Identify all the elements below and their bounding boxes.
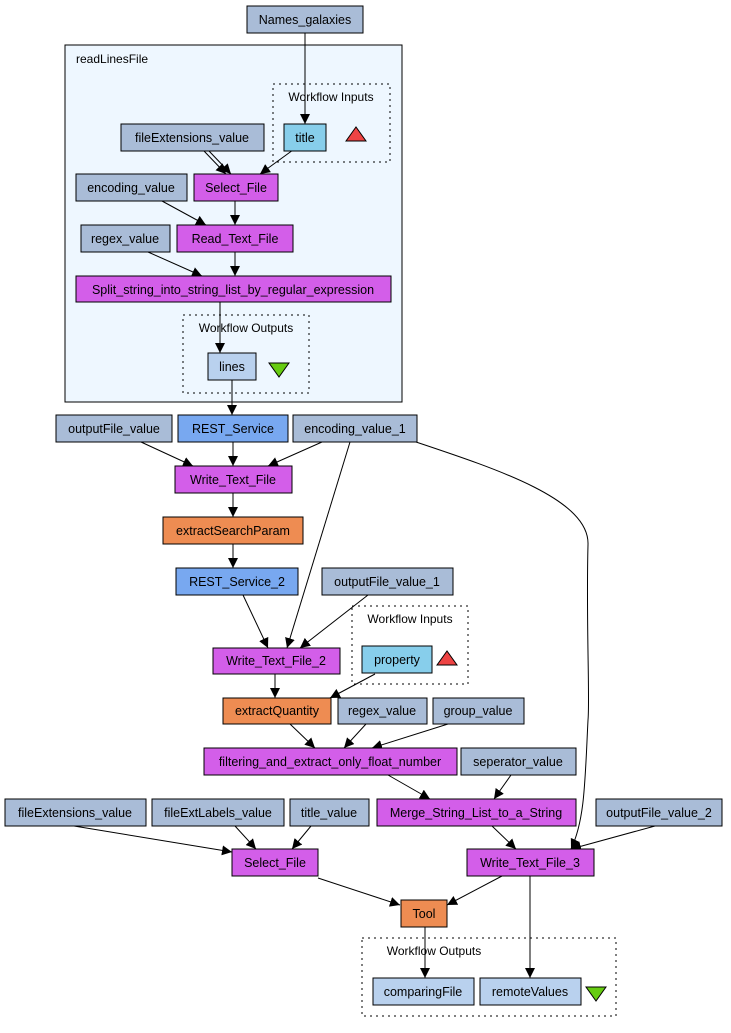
node-label: group_value xyxy=(444,704,513,718)
node-label: Select_File xyxy=(205,181,267,195)
node-label: extractSearchParam xyxy=(176,524,290,538)
node-merge-string[interactable]: Merge_String_List_to_a_String xyxy=(376,798,577,827)
node-label: REST_Service_2 xyxy=(189,575,285,589)
node-write-text-file-2[interactable]: Write_Text_File_2 xyxy=(212,647,341,675)
node-label: outputFile_value_1 xyxy=(334,575,440,589)
node-select-file[interactable]: Select_File xyxy=(231,848,319,877)
node-encoding-value-1[interactable]: encoding_value_1 xyxy=(292,414,418,443)
node-read-text-file[interactable]: Read_Text_File xyxy=(176,224,294,253)
cluster-workflow-outputs-inner-label: Workflow Outputs xyxy=(199,321,293,335)
node-label: property xyxy=(374,653,421,667)
node-select-file-inner[interactable]: Select_File xyxy=(193,173,279,202)
node-fileextlabels-value[interactable]: fileExtLabels_value xyxy=(151,798,285,827)
output-port-triangle-icon xyxy=(268,362,290,378)
node-group-value[interactable]: group_value xyxy=(432,697,525,725)
node-seperator-value[interactable]: seperator_value xyxy=(460,747,577,776)
node-fileextensions-value-2[interactable]: fileExtensions_value xyxy=(4,798,147,827)
node-label: Select_File xyxy=(244,856,306,870)
node-regex-value[interactable]: regex_value xyxy=(337,697,428,725)
node-label: Write_Text_File_2 xyxy=(226,654,326,668)
node-label: fileExtensions_value xyxy=(18,806,132,820)
node-label: Merge_String_List_to_a_String xyxy=(390,806,562,820)
node-label: title xyxy=(295,131,315,145)
node-regex-value-inner[interactable]: regex_value xyxy=(80,224,171,253)
node-label: filtering_and_extract_only_float_number xyxy=(219,755,441,769)
input-port-triangle-icon xyxy=(345,126,367,142)
node-names-galaxies[interactable]: Names_galaxies xyxy=(246,5,364,34)
node-label: Read_Text_File xyxy=(192,232,279,246)
node-title[interactable]: title xyxy=(283,123,327,152)
node-label: Names_galaxies xyxy=(259,13,351,27)
cluster-workflow-inputs-inner-label: Workflow Inputs xyxy=(288,90,373,104)
node-lines[interactable]: lines xyxy=(207,352,257,381)
node-label: REST_Service xyxy=(192,422,274,436)
node-rest-service[interactable]: REST_Service xyxy=(177,414,289,443)
node-label: regex_value xyxy=(91,232,159,246)
node-outputfile-value-1[interactable]: outputFile_value_1 xyxy=(321,567,454,596)
node-filtering[interactable]: filtering_and_extract_only_float_number xyxy=(203,747,458,776)
cluster-workflow-inputs-outer xyxy=(351,605,469,685)
node-rest-service-2[interactable]: REST_Service_2 xyxy=(175,567,299,596)
cluster-workflow-outputs-outer-label: Workflow Outputs xyxy=(387,944,481,958)
node-label: Tool xyxy=(413,907,436,921)
node-fileextensions-value[interactable]: fileExtensions_value xyxy=(120,123,265,152)
node-label: lines xyxy=(219,360,245,374)
node-label: comparingFile xyxy=(384,985,463,999)
cluster-workflow-inputs-outer-label: Workflow Inputs xyxy=(367,612,452,626)
node-label: Split_string_into_string_list_by_regular… xyxy=(92,283,374,297)
node-label: encoding_value xyxy=(87,181,175,195)
node-label: extractQuantity xyxy=(235,704,320,718)
node-property[interactable]: property xyxy=(361,645,433,674)
cluster-workflow-outputs-outer xyxy=(361,937,617,1017)
node-write-text-file-3[interactable]: Write_Text_File_3 xyxy=(466,848,595,877)
node-outputfile-value-2[interactable]: outputFile_value_2 xyxy=(595,798,723,827)
node-label: title_value xyxy=(301,806,357,820)
node-encoding-value[interactable]: encoding_value xyxy=(75,173,188,202)
node-tool[interactable]: Tool xyxy=(400,899,448,928)
node-label: outputFile_value_2 xyxy=(606,806,712,820)
node-label: fileExtensions_value xyxy=(135,131,249,145)
node-comparing-file[interactable]: comparingFile xyxy=(372,977,475,1006)
node-label: regex_value xyxy=(348,704,416,718)
node-label: remoteValues xyxy=(492,985,568,999)
node-label: Write_Text_File_3 xyxy=(480,856,580,870)
node-write-text-file[interactable]: Write_Text_File xyxy=(174,465,293,494)
output-port-triangle-icon xyxy=(585,986,607,1002)
node-remote-values[interactable]: remoteValues xyxy=(479,977,582,1006)
edges xyxy=(73,33,656,978)
node-label: encoding_value_1 xyxy=(304,422,406,436)
cluster-readlinesfile-label: readLinesFile xyxy=(76,52,148,66)
node-extract-search-param[interactable]: extractSearchParam xyxy=(162,516,304,545)
node-title-value[interactable]: title_value xyxy=(289,798,370,827)
input-port-triangle-icon xyxy=(436,650,458,666)
node-split-string[interactable]: Split_string_into_string_list_by_regular… xyxy=(75,275,392,303)
node-label: seperator_value xyxy=(473,755,563,769)
node-outputfile-value[interactable]: outputFile_value xyxy=(55,414,173,443)
node-label: Write_Text_File xyxy=(190,473,276,487)
cluster-workflow-inputs-inner xyxy=(272,83,391,163)
node-label: fileExtLabels_value xyxy=(164,806,272,820)
node-label: outputFile_value xyxy=(68,422,160,436)
node-extract-quantity[interactable]: extractQuantity xyxy=(222,697,332,725)
